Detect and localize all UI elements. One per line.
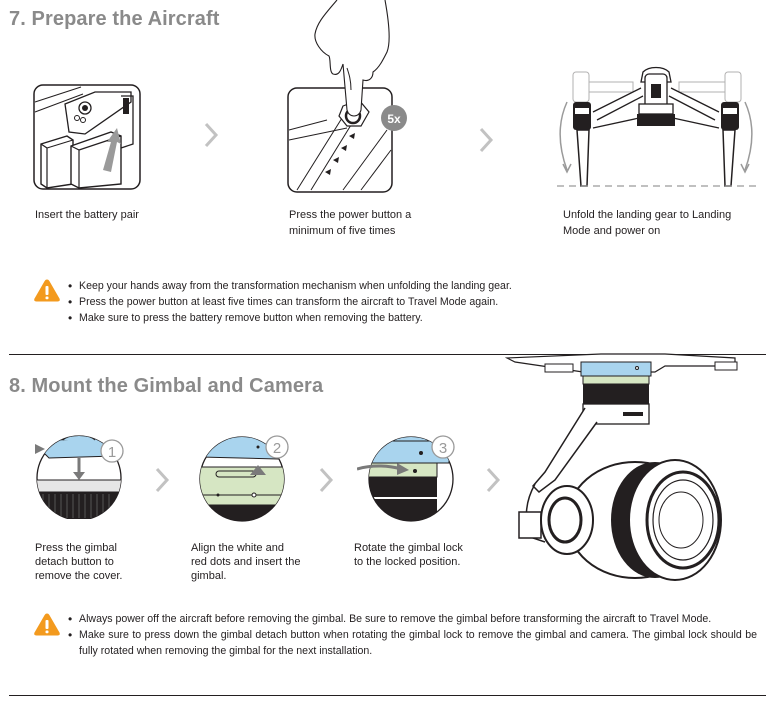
- warning-item: Make sure to press down the gimbal detac…: [67, 627, 757, 659]
- rotate-lock-illustration: 3: [357, 435, 455, 522]
- chevron-right-icon: [155, 467, 170, 493]
- step-caption-line: Align the white and: [191, 542, 284, 554]
- power-button-press-illustration: 5x: [287, 0, 407, 193]
- step-caption-line: Mode and power on: [563, 225, 661, 237]
- step-caption-line: Rotate the gimbal lock: [354, 542, 463, 554]
- align-dots-illustration: 2: [199, 435, 289, 522]
- step-caption-line: Press the power button a: [289, 209, 412, 221]
- step-caption-line: to the locked position.: [354, 556, 461, 568]
- warning-item: Keep your hands away from the transforma…: [67, 278, 587, 294]
- step-caption: Rotate the gimbal lock to the locked pos…: [354, 541, 463, 569]
- warning-item: Always power off the aircraft before rem…: [67, 611, 757, 627]
- step-number: 3: [439, 440, 447, 457]
- landing-gear-illustration: [557, 66, 758, 187]
- warning-triangle-icon: [34, 613, 60, 636]
- gimbal-camera-illustration: [505, 353, 738, 581]
- step-number: 2: [273, 440, 281, 457]
- press-count-badge: 5x: [387, 112, 401, 126]
- step-caption: Unfold the landing gear to Landing Mode …: [563, 207, 731, 239]
- section-divider: [9, 354, 766, 355]
- chevron-right-icon: [204, 122, 219, 148]
- chevron-right-icon: [486, 467, 501, 493]
- step-caption-line: Press the gimbal: [35, 542, 117, 554]
- section-7-title: 7. Prepare the Aircraft: [9, 8, 220, 30]
- warning-list: Keep your hands away from the transforma…: [67, 278, 587, 326]
- warning-item: Make sure to press the battery remove bu…: [67, 310, 587, 326]
- chevron-right-icon: [479, 127, 494, 153]
- step-caption-line: Unfold the landing gear to Landing: [563, 209, 732, 221]
- step-caption: Align the white and red dots and insert …: [191, 541, 300, 583]
- battery-insert-illustration: [33, 84, 141, 190]
- step-number: 1: [108, 444, 116, 461]
- warning-item: Press the power button at least five tim…: [67, 294, 587, 310]
- step-caption-line: minimum of five times: [289, 225, 396, 237]
- step-caption-line: red dots and insert the: [191, 556, 301, 568]
- chevron-right-icon: [319, 467, 334, 493]
- section-8-title: 8. Mount the Gimbal and Camera: [9, 375, 324, 397]
- warning-list: Always power off the aircraft before rem…: [67, 611, 757, 659]
- step-caption-line: gimbal.: [191, 570, 227, 582]
- section-divider: [9, 695, 766, 696]
- step-caption: Insert the battery pair: [35, 209, 139, 221]
- step-caption-line: remove the cover.: [35, 570, 123, 582]
- warning-triangle-icon: [34, 279, 60, 302]
- step-caption: Press the power button a minimum of five…: [289, 207, 411, 239]
- detach-cover-illustration: 1: [35, 435, 124, 519]
- step-caption: Press the gimbal detach button to remove…: [35, 541, 122, 583]
- step-caption-line: detach button to: [35, 556, 114, 568]
